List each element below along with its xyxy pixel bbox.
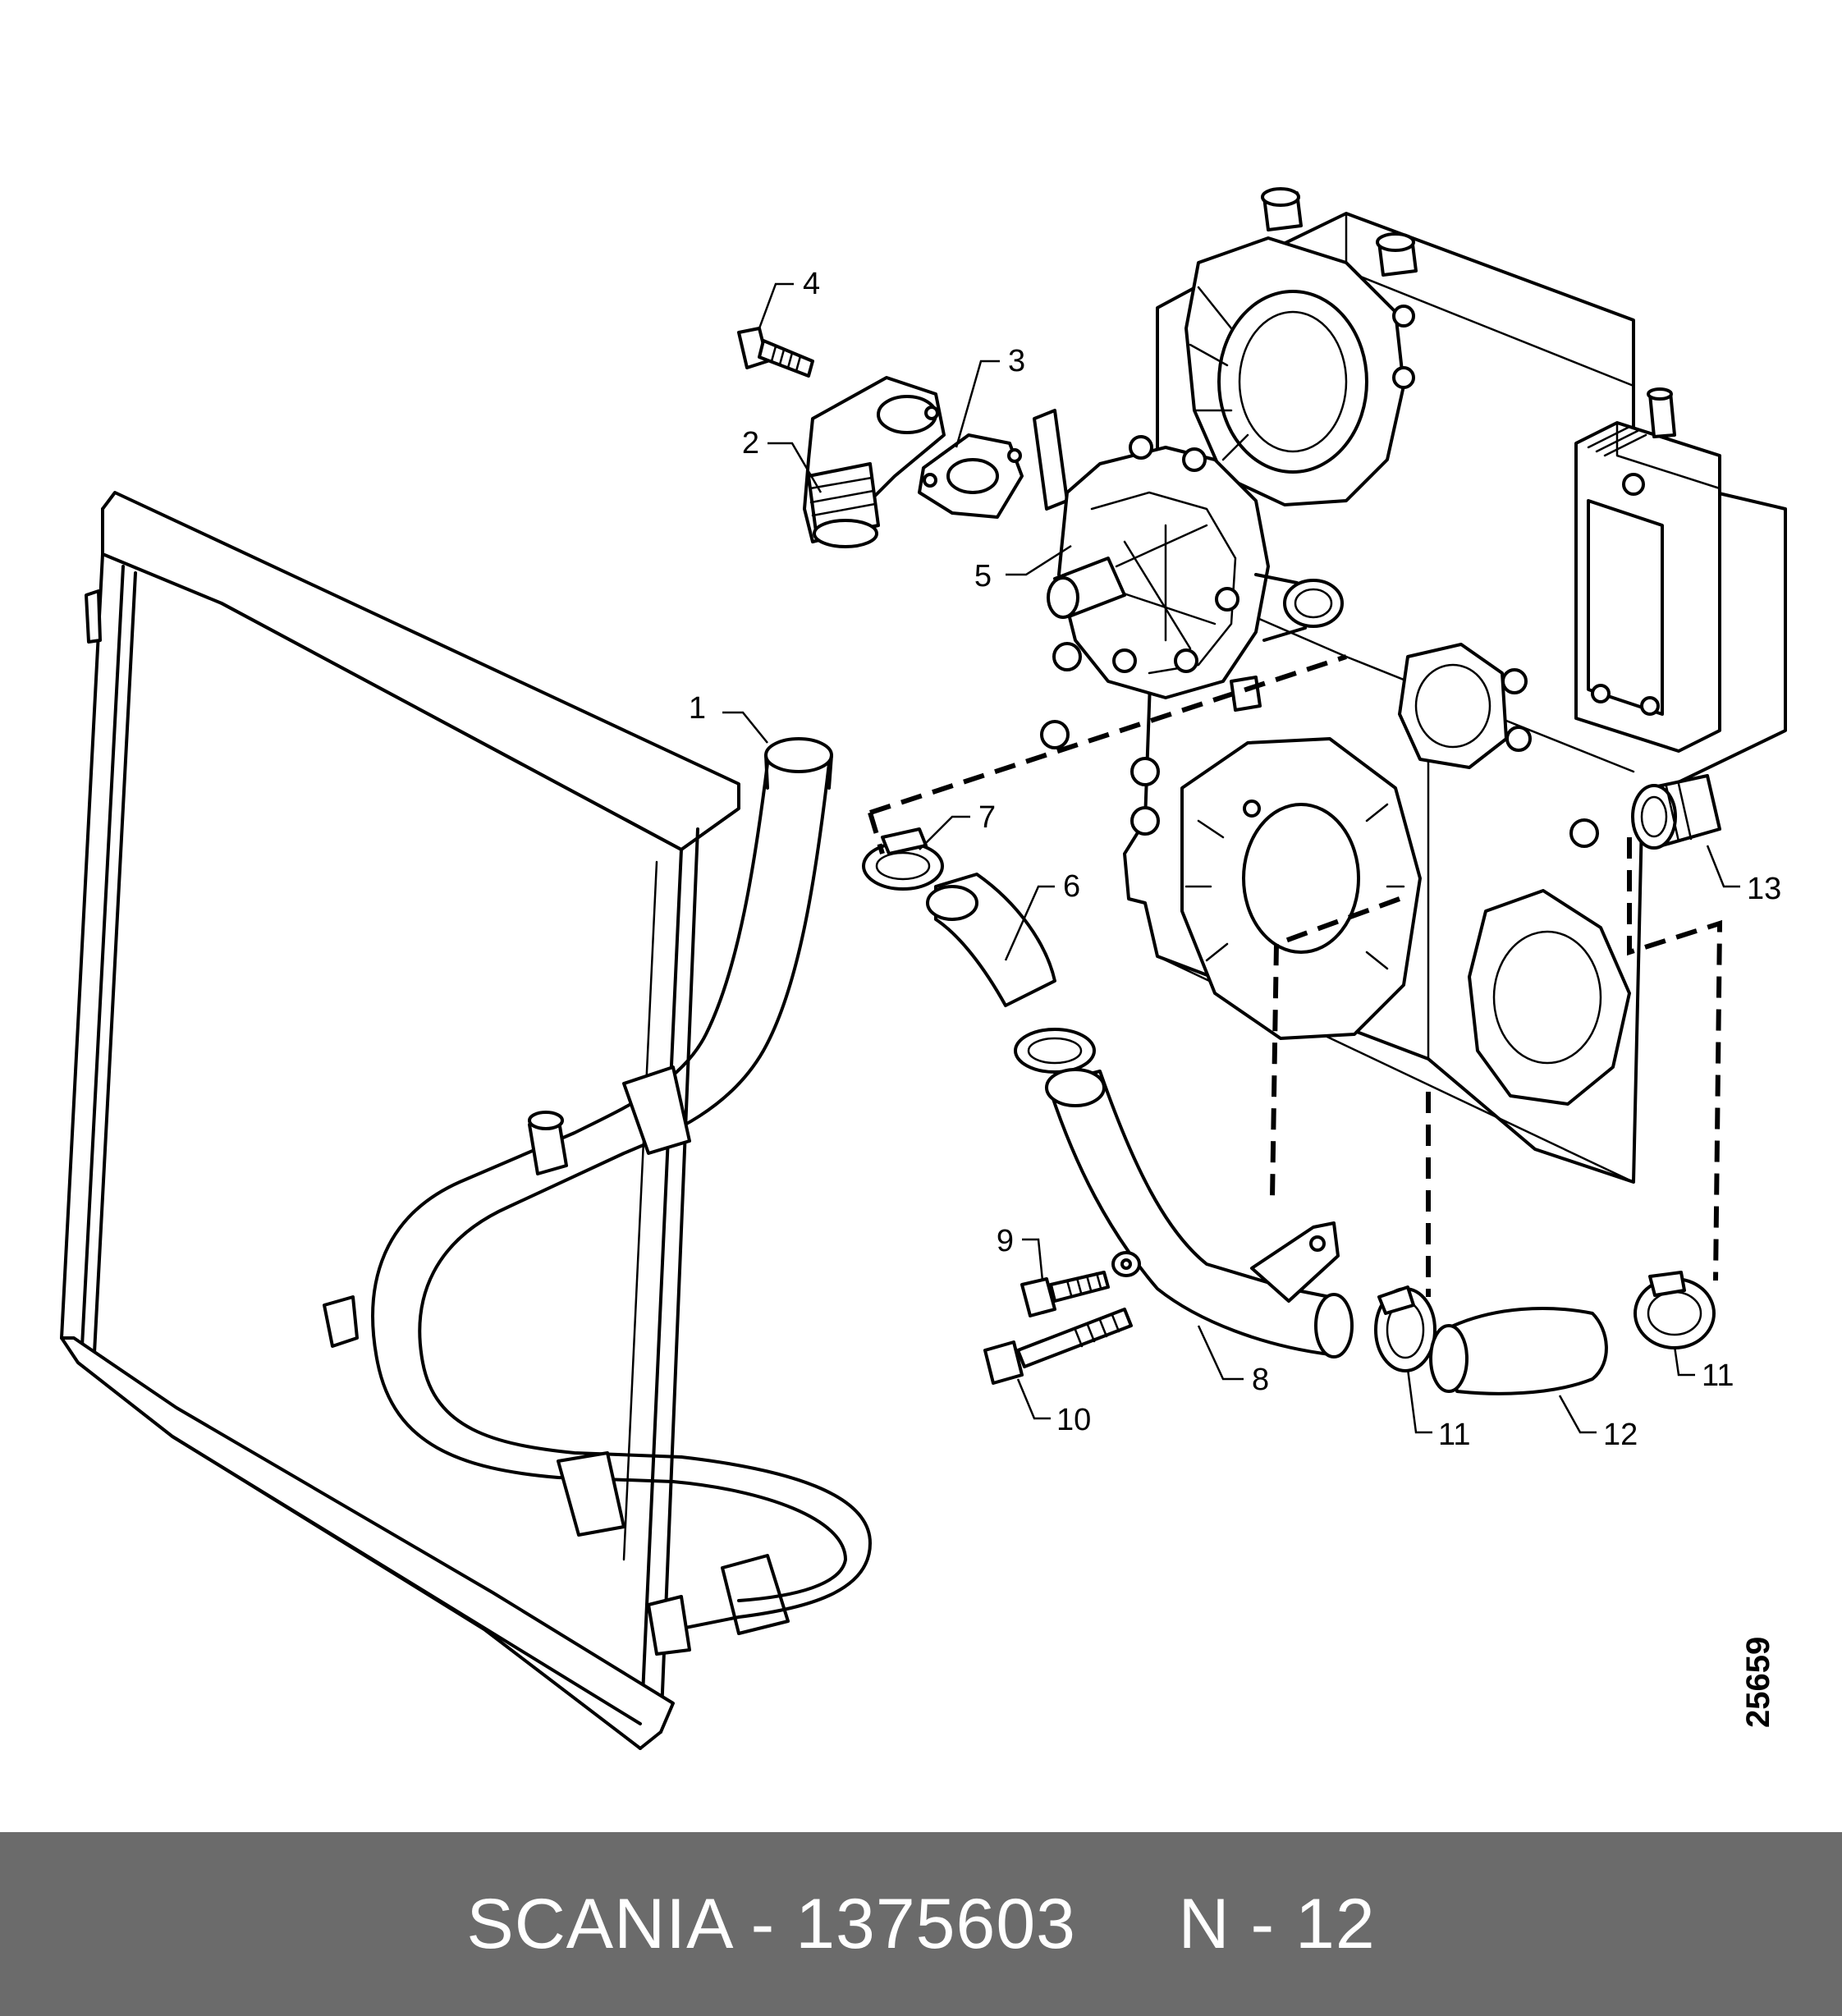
callout-13: 13 bbox=[1747, 872, 1781, 906]
assembly-lines bbox=[868, 654, 1723, 1297]
callout-7: 7 bbox=[978, 800, 996, 835]
bolt-10 bbox=[983, 1308, 1133, 1385]
hose-clamp-11b bbox=[1634, 1271, 1716, 1349]
callout-1: 1 bbox=[689, 691, 706, 726]
callout-5: 5 bbox=[974, 559, 992, 593]
callout-11a: 11 bbox=[1438, 1418, 1470, 1452]
radiator bbox=[60, 491, 740, 1750]
bolt-9 bbox=[1020, 1271, 1110, 1317]
callout-4: 4 bbox=[803, 267, 820, 301]
bolt-4 bbox=[737, 327, 814, 378]
connector-13 bbox=[1631, 774, 1721, 850]
callout-2: 2 bbox=[742, 426, 759, 460]
water-pump bbox=[1033, 409, 1344, 712]
washer bbox=[1111, 1251, 1141, 1277]
engine-block bbox=[1040, 187, 1787, 1184]
callout-3: 3 bbox=[1008, 344, 1025, 378]
pipe-8 bbox=[1045, 1068, 1354, 1359]
hose-6 bbox=[926, 873, 1056, 1007]
coolant-pipe bbox=[323, 737, 872, 1656]
callouts: 1 2 3 4 5 6 7 8 9 10 11 11 12 13 bbox=[689, 267, 1781, 1452]
callout-11b: 11 bbox=[1702, 1359, 1734, 1393]
hose-clamp-11a bbox=[1374, 1285, 1436, 1372]
leader-lines bbox=[722, 282, 1740, 1434]
gasket bbox=[918, 433, 1024, 519]
hose-12 bbox=[1429, 1307, 1608, 1395]
figure-reference-number: 25659 bbox=[1740, 1637, 1776, 1728]
callout-6: 6 bbox=[1063, 869, 1080, 904]
callout-9: 9 bbox=[997, 1224, 1014, 1258]
callout-12: 12 bbox=[1603, 1418, 1638, 1452]
oil-cooler bbox=[1574, 387, 1721, 753]
callout-8: 8 bbox=[1252, 1363, 1269, 1397]
hose-clamp-lower bbox=[1014, 1028, 1096, 1074]
parts-diagram: 1 2 3 4 5 6 7 8 9 10 11 11 12 13 25659 bbox=[60, 187, 1787, 1750]
part-caption: SCANIA - 1375603 N - 12 bbox=[466, 1884, 1376, 1963]
hose-clamp-7 bbox=[862, 827, 944, 891]
caption-bar: SCANIA - 1375603 N - 12 bbox=[0, 1832, 1842, 2016]
thermostat-elbow bbox=[803, 376, 946, 548]
callout-10: 10 bbox=[1056, 1403, 1091, 1437]
